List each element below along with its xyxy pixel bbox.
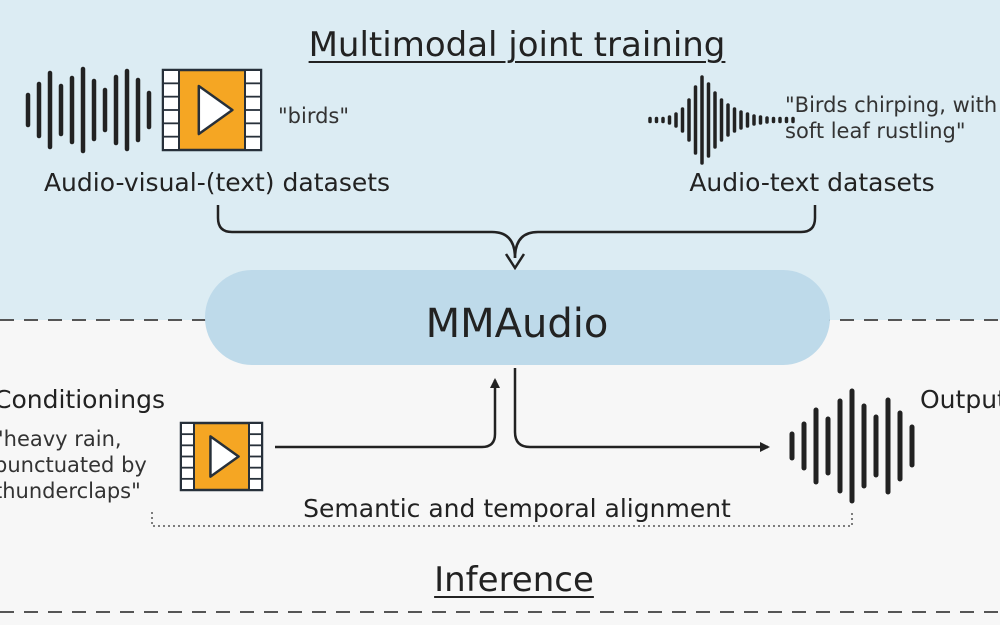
alignment-label: Semantic and temporal alignment (303, 494, 731, 523)
conditionings-label: Conditionings (0, 385, 165, 414)
av-caption: "birds" (278, 104, 350, 128)
merge-arrow-head (504, 253, 526, 271)
output-label: Output (920, 385, 1000, 414)
av-dataset-label: Audio-visual-(text) datasets (43, 168, 391, 197)
inference-panel (0, 320, 1000, 625)
mmaudio-label: MMAudio (425, 301, 609, 347)
at-dataset-label: Audio-text datasets (689, 168, 935, 197)
conditioning-caption: "heavy rain, punctuated by thunderclaps" (0, 427, 147, 503)
conditioning-arrow (275, 378, 500, 449)
mmaudio-node (205, 270, 830, 365)
waveform-icon (648, 75, 795, 165)
inference-title: Inference (434, 560, 594, 600)
play-triangle (197, 84, 234, 136)
training-panel (0, 0, 1000, 320)
at-caption: "Birds chirping, with soft leaf rustling… (785, 93, 998, 143)
alignment-bracket (151, 512, 853, 527)
play-triangle (209, 435, 240, 478)
training-title: Multimodal joint training (308, 25, 726, 65)
at-dataset-arrow (513, 205, 817, 259)
av-dataset-arrow (216, 205, 517, 259)
waveform-icon (789, 388, 915, 504)
output-arrow (513, 368, 770, 452)
video-play-icon (161, 68, 263, 152)
waveform-icon (25, 66, 152, 154)
video-play-icon (179, 421, 264, 492)
